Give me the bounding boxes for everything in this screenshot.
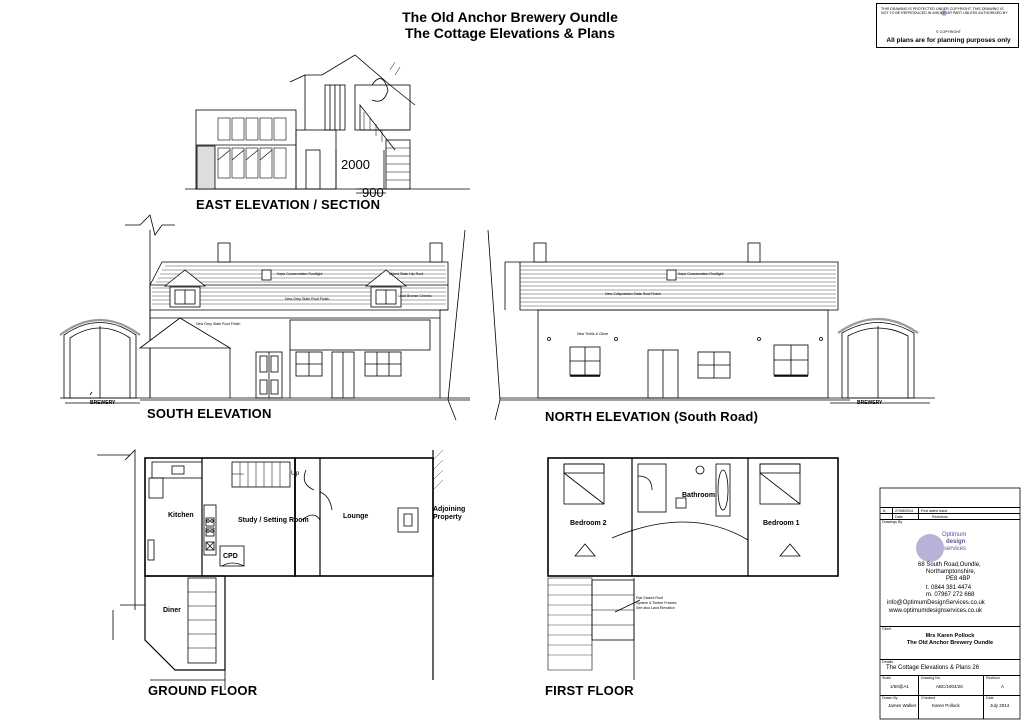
- date-value: July 2014: [990, 703, 1010, 708]
- rev-desc: First dated issue: [921, 509, 948, 513]
- south-elevation-heading: SOUTH ELEVATION: [147, 406, 272, 421]
- title-block: A 27/08/2014 First dated issue Date Revi…: [880, 488, 1020, 719]
- revision-label: Revision: [986, 676, 1000, 680]
- roof-note-2: System & Timber Frames: [636, 601, 677, 605]
- client-name: Mrs Karen Pollock: [925, 633, 975, 639]
- ground-floor-heading: GROUND FLOOR: [148, 683, 258, 698]
- ground-floor-plan: [97, 449, 444, 690]
- copyright-line-1: THIS DRAWING IS PROTECTED UNDER COPYRIGH…: [881, 7, 1004, 11]
- north-note-rooflight: Keps Conservation Rooflight: [678, 272, 724, 276]
- room-study: Study / Setting Room: [238, 517, 309, 524]
- dimension-width: 900: [362, 185, 384, 200]
- mobile: m. 07967 272 668: [926, 592, 975, 598]
- logo-text-2: design: [946, 539, 966, 545]
- rev-letter: A: [883, 509, 886, 513]
- details-value: The Cottage Elevations & Plans 26: [886, 665, 980, 671]
- south-brewery-label: BREWERY: [90, 400, 116, 406]
- south-note-porch-roof: New Grey Slate Roof Finish: [196, 322, 241, 326]
- copyright-symbol: © COPYRIGHT: [935, 30, 961, 34]
- east-elevation-heading: EAST ELEVATION / SECTION: [196, 197, 381, 212]
- north-brewery-label: BREWERY: [857, 400, 883, 406]
- col-revisions: Revisions: [932, 515, 948, 519]
- drawing-no-value: ABC/1904/26: [936, 684, 963, 689]
- telephone: t. 0844 381 4474: [926, 585, 972, 591]
- date-label: Date: [986, 696, 994, 700]
- south-note-lead: Lead Bronze Cheeks: [398, 294, 432, 298]
- first-floor-heading: FIRST FLOOR: [545, 683, 634, 698]
- revision-value: A: [1001, 684, 1005, 689]
- south-note-rooflight: Keps Conservation Rooflight: [277, 272, 323, 276]
- sheet-title: The Old Anchor Brewery Oundle: [402, 9, 618, 25]
- planning-note: All plans are for planning purposes only: [886, 37, 1011, 44]
- client-project: The Old Anchor Brewery Oundle: [906, 640, 994, 646]
- col-date: Date: [895, 515, 903, 519]
- optimum-logo-icon: [916, 10, 947, 562]
- copyright-box: THIS DRAWING IS PROTECTED UNDER COPYRIGH…: [876, 3, 1019, 48]
- north-elevation-drawing: [487, 229, 935, 421]
- address-1: 68 South Road,Oundle,: [918, 562, 981, 568]
- room-adjoining-2: Property: [433, 514, 462, 521]
- south-elevation-drawing: [59, 214, 470, 421]
- copyright-line-2: NOT TO BE REPRODUCED IN WHOLE OR PART UN…: [881, 11, 1008, 15]
- room-adjoining-1: Adjoining: [433, 506, 466, 513]
- room-diner: Diner: [163, 607, 181, 614]
- drawn-value: James Walker: [888, 703, 917, 708]
- address-3: PE8 4BP: [946, 576, 971, 582]
- stair-up-label: Up: [291, 470, 300, 477]
- drawn-label: Drawn By: [882, 696, 898, 700]
- client-label: Client: [882, 627, 892, 631]
- scale-label: Scale: [882, 676, 891, 680]
- scale-value: 1/50@A1: [890, 684, 909, 689]
- east-elevation-drawing: [185, 54, 470, 194]
- roof-note-3: See also Land Elevation: [636, 606, 675, 610]
- email: info@OptimumDesignServices.co.uk: [887, 600, 985, 606]
- drawing-no-label: Drawing No.: [921, 676, 941, 680]
- roof-note-1: Flat Glazed Roof: [636, 596, 663, 600]
- rev-date: 27/08/2014: [895, 509, 913, 513]
- logo-text-3: services: [944, 546, 967, 552]
- dimension-height: 2000: [341, 157, 370, 172]
- room-lounge: Lounge: [343, 513, 369, 520]
- drawings-by-label: Drawings By: [882, 520, 903, 524]
- checked-value: Karen Pollock: [932, 703, 960, 708]
- room-cpd: CPD: [223, 553, 238, 560]
- room-bedroom-2: Bedroom 2: [570, 520, 607, 527]
- north-note-trellis: New Trellis & Climb: [577, 332, 609, 336]
- room-bathroom: Bathroom: [682, 492, 716, 499]
- first-floor-plan: [547, 457, 839, 680]
- room-kitchen: Kitchen: [168, 512, 194, 519]
- north-elevation-heading: NORTH ELEVATION (South Road): [545, 409, 759, 424]
- title-block-frame: [879, 487, 1021, 720]
- logo-text-1: Optimum: [942, 532, 967, 538]
- room-bedroom-1: Bedroom 1: [763, 520, 800, 527]
- website: www.optimumdesignservices.co.uk: [889, 608, 983, 614]
- south-note-roof-finish: New Grey Slate Roof Finish: [285, 297, 330, 301]
- address-2: Northamptonshire,: [926, 569, 976, 575]
- sheet-subtitle: The Cottage Elevations & Plans: [404, 25, 616, 41]
- north-note-roof-finish: New Collyweston Slate Roof Finish: [605, 292, 661, 296]
- details-label: Details: [882, 660, 893, 664]
- checked-label: Checked: [921, 696, 936, 700]
- south-note-hip-roof: Mitred Slate Hip Roof: [389, 272, 424, 276]
